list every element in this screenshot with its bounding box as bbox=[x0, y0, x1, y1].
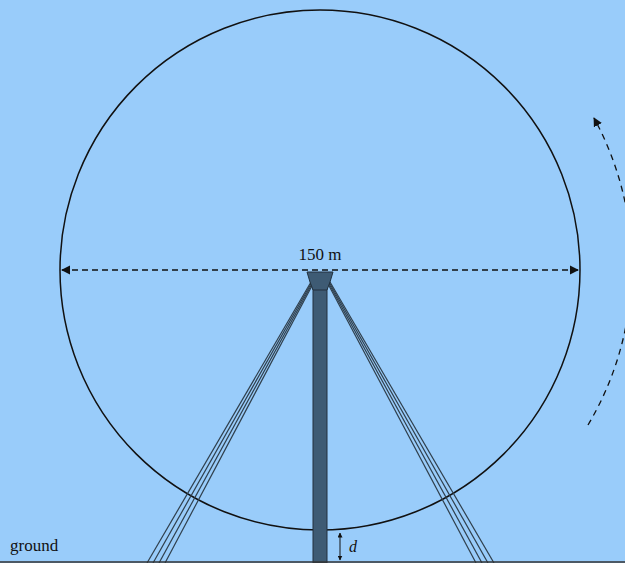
clearance-label: d bbox=[347, 539, 359, 555]
diameter-label: 150 m bbox=[297, 246, 344, 263]
wheel-hub bbox=[307, 272, 333, 290]
diameter-line bbox=[62, 269, 578, 270]
rotation-arrow bbox=[588, 118, 625, 425]
support-cables bbox=[147, 282, 494, 563]
ground-line bbox=[0, 561, 625, 563]
clearance-dimension bbox=[340, 533, 341, 560]
support-pole bbox=[313, 284, 327, 563]
ground-label: ground bbox=[8, 537, 60, 554]
